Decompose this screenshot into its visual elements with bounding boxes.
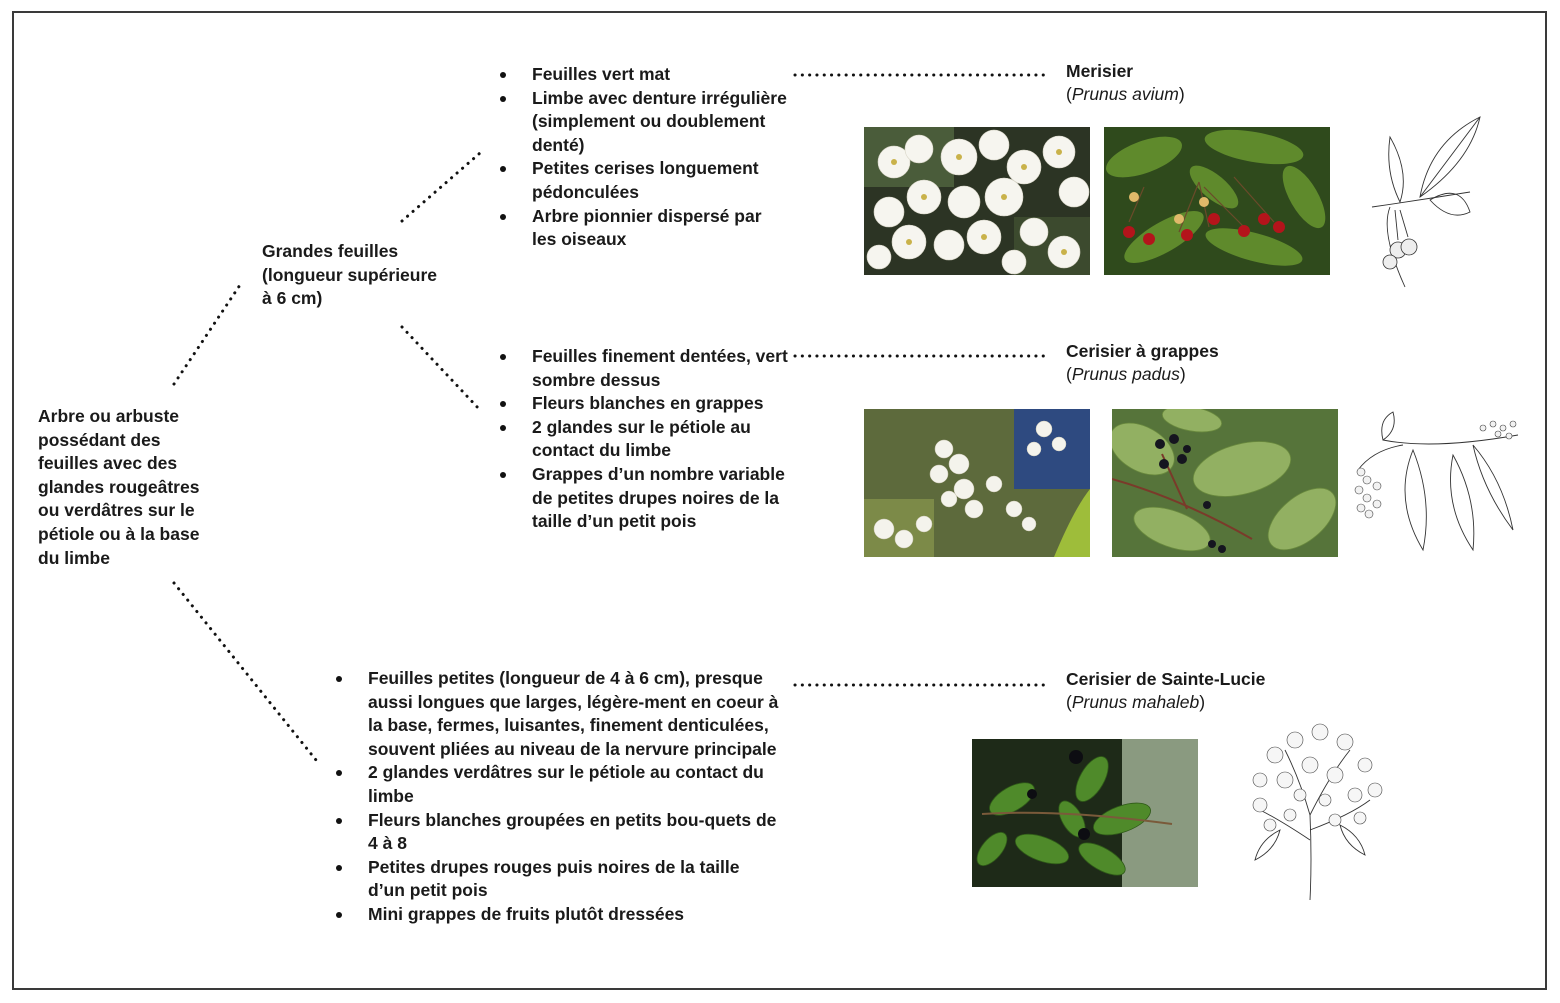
padus-flowers-photo xyxy=(864,409,1090,557)
trait-item: Petites drupes rouges puis noires de la … xyxy=(334,856,779,903)
branch-large-leaves: Grandes feuilles (longueur supérieure à … xyxy=(262,241,438,309)
connector-root-to-mahaleb xyxy=(172,581,322,767)
species-name: Cerisier à grappes xyxy=(1066,341,1219,361)
trait-item: Feuilles finement dentées, vert sombre d… xyxy=(498,345,788,392)
trait-item: Petites cerises longuement pédonculées xyxy=(498,157,788,204)
trait-item: 2 glandes sur le pétiole au contact du l… xyxy=(498,416,788,463)
sainte-lucie-traits: Feuilles petites (longueur de 4 à 6 cm),… xyxy=(334,667,779,927)
cerisier-grappes-traits: Feuilles finement dentées, vert sombre d… xyxy=(498,345,788,534)
trait-item: Feuilles vert mat xyxy=(498,63,788,87)
merisier-fruits-photo xyxy=(1104,127,1330,275)
mahaleb-fruits-photo xyxy=(972,739,1198,887)
trait-item: Fleurs blanches groupées en petits bou-q… xyxy=(334,809,779,856)
trait-item: Limbe avec denture irrégulière (simpleme… xyxy=(498,87,788,158)
connector-root-to-large xyxy=(172,280,244,386)
mahaleb-botanical-drawing xyxy=(1240,720,1390,905)
species-name: Merisier xyxy=(1066,61,1134,81)
trait-item: Feuilles petites (longueur de 4 à 6 cm),… xyxy=(334,667,779,761)
padus-fruits-photo xyxy=(1112,409,1338,557)
diagram-frame xyxy=(12,11,1547,990)
trait-item: Fleurs blanches en grappes xyxy=(498,392,788,416)
species-name: Cerisier de Sainte-Lucie xyxy=(1066,669,1266,689)
species-label-sainte-lucie: Cerisier de Sainte-Lucie (Prunus mahaleb… xyxy=(1066,668,1386,714)
connector-large-to-padus xyxy=(400,325,482,412)
padus-botanical-drawing xyxy=(1353,410,1525,552)
merisier-botanical-drawing xyxy=(1360,112,1485,290)
trait-item: Mini grappes de fruits plutôt dressées xyxy=(334,903,779,927)
species-latin: (Prunus avium) xyxy=(1066,84,1185,104)
root-description: Arbre ou arbuste possédant des feuilles … xyxy=(38,406,200,568)
species-label-merisier: Merisier (Prunus avium) xyxy=(1066,60,1366,106)
merisier-flowers-photo xyxy=(864,127,1090,275)
species-latin: (Prunus padus) xyxy=(1066,364,1186,384)
merisier-traits: Feuilles vert mat Limbe avec denture irr… xyxy=(498,63,788,252)
trait-item: 2 glandes verdâtres sur le pétiole au co… xyxy=(334,761,779,808)
trait-item: Grappes d’un nombre variable de petites … xyxy=(498,463,788,534)
species-label-cerisier-grappes: Cerisier à grappes (Prunus padus) xyxy=(1066,340,1366,386)
species-latin: (Prunus mahaleb) xyxy=(1066,692,1206,712)
connector-large-to-avium xyxy=(400,151,482,223)
trait-item: Arbre pionnier dispersé par les oiseaux xyxy=(498,205,788,252)
